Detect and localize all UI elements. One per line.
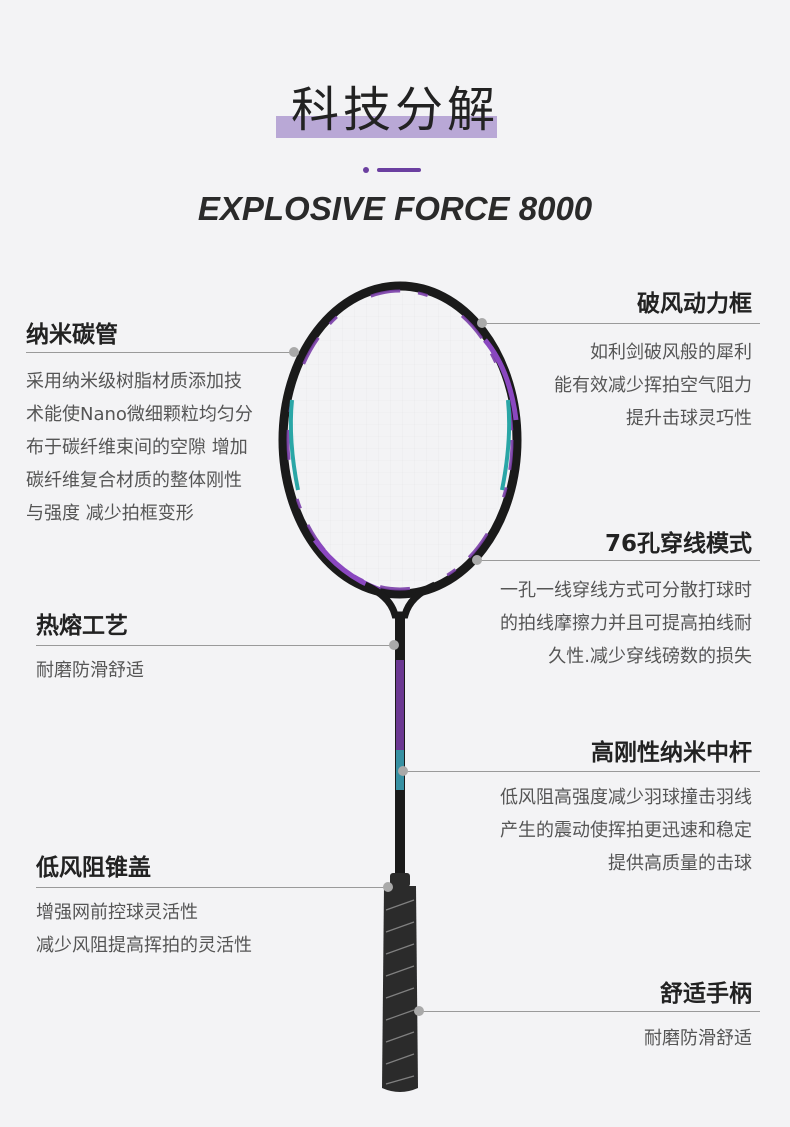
feature-title: 破风动力框 (637, 291, 752, 317)
title-divider (0, 166, 790, 174)
feature-title: 纳米碳管 (26, 322, 118, 348)
feature-title: 热熔工艺 (36, 613, 128, 639)
feature-title: 舒适手柄 (660, 981, 752, 1007)
feature-description: 低风阻高强度减少羽球撞击羽线 产生的震动使挥拍更迅速和稳定 提供高质量的击球 (452, 781, 752, 880)
feature-description: 耐磨防滑舒适 (552, 1022, 752, 1055)
feature-description-line: 术能使Nano微细颗粒均匀分 (26, 404, 253, 425)
feature-description-line: 的拍线摩擦力并且可提高拍线耐 (500, 613, 752, 634)
feature-description-line: 提升击球灵巧性 (626, 408, 752, 429)
feature-description: 采用纳米级树脂材质添加技 术能使Nano微细颗粒均匀分 布于碳纤维束间的空隙 增… (26, 365, 286, 530)
header: 科技分解 EXPLOSIVE FORCE 8000 (0, 0, 790, 240)
feature-description-line: 耐磨防滑舒适 (36, 660, 144, 681)
feature-description-line: 能有效减少挥拍空气阻力 (554, 375, 752, 396)
feature-description-line: 如利剑破风般的犀利 (590, 342, 752, 363)
feature-cap-rule (36, 887, 388, 888)
feature-shaft: 高刚性纳米中杆 低风阻高强度减少羽球撞击羽线 产生的震动使挥拍更迅速和稳定 提供… (452, 733, 752, 880)
feature-description-line: 产生的震动使挥拍更迅速和稳定 (500, 820, 752, 841)
feature-handle-rule (420, 1011, 760, 1012)
racket-head-strings (290, 293, 510, 587)
feature-description-line: 布于碳纤维束间的空隙 增加 (26, 437, 248, 458)
feature-shaft-pin (398, 766, 408, 776)
feature-heat-melt-rule (36, 645, 394, 646)
feature-heat-melt: 热熔工艺 耐磨防滑舒适 (36, 606, 296, 687)
feature-description-line: 采用纳米级树脂材质添加技 (26, 371, 242, 392)
feature-description: 耐磨防滑舒适 (36, 654, 296, 687)
feature-description-line: 碳纤维复合材质的整体刚性 (26, 470, 242, 491)
feature-description-line: 耐磨防滑舒适 (644, 1028, 752, 1049)
feature-description-line: 一孔一线穿线方式可分散打球时 (500, 580, 752, 601)
feature-wind-frame-rule (483, 323, 760, 324)
feature-description-line: 减少风阻提高挥拍的灵活性 (36, 935, 252, 956)
feature-nano-carbon-rule (26, 352, 294, 353)
title-highlight (276, 116, 497, 138)
divider-dot (363, 167, 369, 173)
feature-stringing-pin (472, 555, 482, 565)
racket-head-accent (286, 289, 514, 591)
feature-stringing: 76孔穿线模式 一孔一线穿线方式可分散打球时 的拍线摩擦力并且可提高拍线耐 久性… (460, 524, 752, 673)
feature-wind-frame: 破风动力框 如利剑破风般的犀利 能有效减少挥拍空气阻力 提升击球灵巧性 (470, 284, 752, 435)
feature-shaft-rule (404, 771, 760, 772)
feature-handle: 舒适手柄 耐磨防滑舒适 (552, 974, 752, 1055)
feature-description-line: 与强度 减少拍框变形 (26, 503, 194, 524)
feature-description: 增强网前控球灵活性 减少风阻提高挥拍的灵活性 (36, 896, 336, 962)
feature-nano-carbon: 纳米碳管 采用纳米级树脂材质添加技 术能使Nano微细颗粒均匀分 布于碳纤维束间… (26, 315, 286, 530)
feature-wind-frame-pin (477, 318, 487, 328)
racket-shaft-accent (396, 660, 404, 790)
title-wrap: 科技分解 (0, 70, 790, 140)
feature-description-line: 低风阻高强度减少羽球撞击羽线 (500, 787, 752, 808)
feature-title: 高刚性纳米中杆 (591, 740, 752, 766)
feature-title: 低风阻锥盖 (36, 855, 151, 881)
page-title: 科技分解 (290, 82, 499, 138)
feature-description-line: 提供高质量的击球 (608, 853, 752, 874)
feature-cap-pin (383, 882, 393, 892)
racket-cap (390, 873, 410, 887)
product-name: EXPLOSIVE FORCE 8000 (197, 190, 593, 227)
feature-heat-melt-pin (389, 640, 399, 650)
feature-handle-pin (414, 1006, 424, 1016)
grip-pattern (385, 899, 415, 1085)
feature-cap: 低风阻锥盖 增强网前控球灵活性 减少风阻提高挥拍的灵活性 (36, 848, 336, 962)
racket-head-teal-left (288, 399, 300, 491)
feature-description-line: 久性.减少穿线磅数的损失 (548, 646, 752, 667)
feature-description-line: 增强网前控球灵活性 (36, 902, 198, 923)
racket-head-teal-right (500, 399, 512, 491)
feature-stringing-rule (478, 560, 760, 561)
feature-title: 76孔穿线模式 (604, 531, 752, 557)
feature-description: 一孔一线穿线方式可分散打球时 的拍线摩擦力并且可提高拍线耐 久性.减少穿线磅数的… (460, 574, 752, 673)
racket-head-purple-right (483, 338, 519, 421)
divider-line (377, 168, 421, 172)
feature-description: 如利剑破风般的犀利 能有效减少挥拍空气阻力 提升击球灵巧性 (470, 336, 752, 435)
racket-image (278, 281, 522, 1092)
feature-nano-carbon-pin (289, 347, 299, 357)
racket-head-outer (278, 281, 522, 599)
